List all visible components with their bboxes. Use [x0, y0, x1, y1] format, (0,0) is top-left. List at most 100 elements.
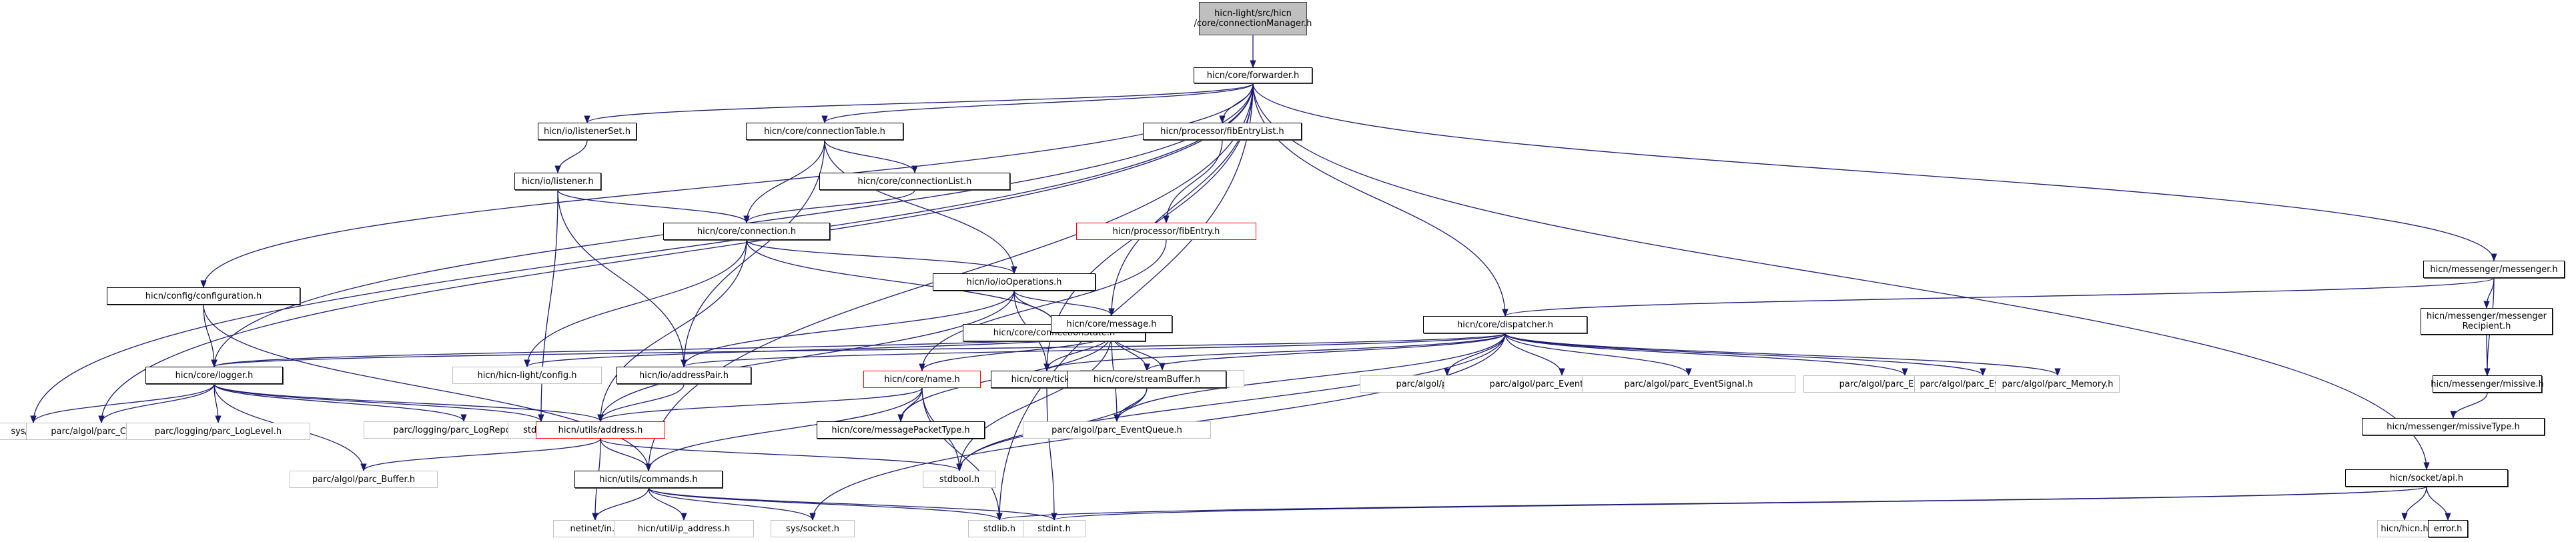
node-address[interactable]: hicn/utils/address.h	[536, 421, 665, 439]
node-dispatcher[interactable]: hicn/core/dispatcher.h	[1423, 316, 1587, 333]
edge-dispatcher-to-addressPair	[681, 333, 1506, 368]
edge-logger-to-parcLogReporter	[213, 383, 467, 423]
edge-dispatcher-to-stdbool	[956, 333, 1506, 472]
node-forwarder[interactable]: hicn/core/forwarder.h	[1194, 67, 1312, 83]
edge-forwarder-to-sysTime	[30, 83, 1254, 424]
edge-logger-to-sysTime	[30, 383, 215, 424]
node-parc-event-queue[interactable]: parc/algol/parc_EventQueue.h	[1023, 421, 1211, 439]
edge-dispatcher-to-parcEventTimer	[1505, 333, 1986, 377]
node-configuration[interactable]: hicn/config/configuration.h	[107, 287, 300, 305]
node-fib-entry-list[interactable]: hicn/processor/fibEntryList.h	[1143, 123, 1302, 140]
node-listener[interactable]: hicn/io/listener.h	[514, 173, 601, 190]
node-hicn-light-config[interactable]: hicn/hicn-light/config.h	[452, 367, 602, 384]
node-parc-log-level[interactable]: parc/logging/parc_LogLevel.h	[126, 423, 310, 440]
edge-connectionList-to-connection	[743, 189, 915, 224]
node-address-pair[interactable]: hicn/io/addressPair.h	[616, 367, 751, 384]
edge-address-to-commands	[600, 438, 652, 472]
edge-name-to-messagePacketType	[897, 387, 923, 423]
edge-ioOperations-to-address	[597, 290, 1015, 423]
node-messenger-recipient[interactable]: hicn/messenger/messenger Recipient.h	[2421, 308, 2553, 335]
edge-forwarder-to-message	[1108, 83, 1254, 317]
edge-connectionTable-to-ioOperations	[824, 139, 1017, 275]
edge-forwarder-to-stdlib	[996, 83, 1254, 521]
edge-forwarder-to-configuration	[200, 83, 1254, 289]
edge-logger-to-address	[213, 383, 604, 423]
edge-connection-to-ioOperations	[746, 239, 1017, 275]
node-root[interactable]: hicn-light/src/hicn /core/connectionMana…	[1194, 2, 1312, 35]
node-logger[interactable]: hicn/core/logger.h	[145, 367, 283, 384]
edge-configuration-to-logger	[203, 304, 218, 368]
edge-dispatcher-to-parcEventSocket	[1505, 333, 1908, 377]
edge-layer	[30, 35, 2497, 521]
edge-address-to-stdbool	[600, 438, 963, 472]
node-stdlib[interactable]: stdlib.h	[968, 520, 1031, 537]
edge-connectionTable-to-addressPair	[681, 139, 825, 368]
node-commands[interactable]: hicn/utils/commands.h	[574, 471, 723, 488]
edge-forwarder-to-messenger	[1252, 83, 2497, 262]
edge-missive-to-missiveType	[2450, 392, 2488, 419]
edge-dispatcher-to-parcEventQueue	[1114, 333, 1506, 423]
node-parc-event-signal[interactable]: parc/algol/parc_EventSignal.h	[1582, 375, 1795, 393]
node-fib-entry[interactable]: hicn/processor/fibEntry.h	[1076, 223, 1256, 240]
node-sys-socket[interactable]: sys/socket.h	[771, 520, 855, 537]
edge-dispatcher-to-parcEventSignal	[1505, 333, 1692, 377]
edge-name-to-stdlib	[921, 387, 1003, 521]
edge-address-to-parcBuffer	[360, 438, 601, 472]
node-message[interactable]: hicn/core/message.h	[1051, 315, 1172, 333]
edge-connectionTable-to-connection	[743, 139, 825, 224]
edge-logger-to-parcClock	[98, 383, 215, 424]
node-connection[interactable]: hicn/core/connection.h	[663, 223, 830, 240]
edge-socketApi-to-stdint	[1051, 486, 2427, 521]
edge-forwarder-to-socketApi	[1252, 83, 2430, 471]
edge-dispatcher-to-ticks	[1043, 333, 1506, 372]
edge-connectionTable-to-connectionList	[824, 139, 918, 174]
node-io-operations[interactable]: hicn/io/ioOperations.h	[933, 273, 1096, 291]
node-stdbool[interactable]: stdbool.h	[923, 471, 996, 488]
edge-forwarder-to-connectionTable	[821, 83, 1254, 124]
edge-listener-to-addressPair	[557, 189, 687, 368]
node-messenger[interactable]: hicn/messenger/messenger.h	[2423, 261, 2565, 278]
edge-logger-to-stdarg	[213, 383, 544, 423]
node-socket-api[interactable]: hicn/socket/api.h	[2345, 469, 2508, 487]
node-parc-buffer[interactable]: parc/algol/parc_Buffer.h	[290, 471, 438, 488]
edge-connection-to-hicnLightConfig	[524, 239, 747, 368]
edge-messenger-to-dispatcher	[1502, 277, 2495, 317]
edge-message-to-stdbool	[956, 332, 1112, 472]
node-connection-list[interactable]: hicn/core/connectionList.h	[819, 173, 1010, 190]
node-missive[interactable]: hicn/messenger/missive.h	[2431, 375, 2544, 393]
edge-commands-to-ipAddress	[648, 487, 687, 521]
edge-dispatcher-to-parcMemory	[1505, 333, 2061, 377]
edge-ioOperations-to-addressPair	[681, 290, 1015, 368]
edge-dispatcher-to-streamBuffer	[1144, 333, 1506, 372]
node-error-h[interactable]: error.h	[2428, 520, 2468, 537]
edge-name-to-commands	[645, 387, 923, 472]
edge-connection-to-address	[597, 239, 747, 423]
node-listener-set[interactable]: hicn/io/listenerSet.h	[538, 123, 636, 140]
edge-dispatcher-to-logger	[211, 333, 1506, 368]
edge-ioOperations-to-message	[1013, 290, 1115, 317]
edge-dispatcher-to-parcEvent	[1444, 333, 1506, 377]
edge-forwarder-to-dispatcher	[1252, 83, 1509, 317]
edge-listener-to-connection	[557, 189, 750, 224]
node-name[interactable]: hicn/core/name.h	[863, 371, 981, 388]
node-parc-memory[interactable]: parc/algol/parc_Memory.h	[1996, 375, 2120, 393]
edge-commands-to-sysSocket	[648, 487, 816, 521]
node-stream-buffer[interactable]: hicn/core/streamBuffer.h	[1067, 371, 1226, 388]
node-ip-address[interactable]: hicn/util/ip_address.h	[614, 520, 754, 537]
edge-forwarder-to-parcClock	[98, 83, 1254, 424]
edge-fibEntryList-to-fibEntry	[1163, 139, 1223, 224]
node-stdint[interactable]: stdint.h	[1023, 520, 1086, 537]
edge-fibEntry-to-name	[919, 239, 1167, 372]
edge-addressPair-to-address	[597, 383, 685, 423]
edge-listener-to-stdarg	[538, 189, 558, 423]
edge-commands-to-netinetIn	[592, 487, 649, 521]
edge-forwarder-to-listenerSet	[584, 83, 1254, 124]
node-connection-table[interactable]: hicn/core/connectionTable.h	[746, 123, 903, 140]
edge-configuration-to-commands	[203, 304, 652, 472]
edge-socketApi-to-hicnH	[2401, 486, 2427, 521]
node-missive-type[interactable]: hicn/messenger/missiveType.h	[2362, 418, 2545, 435]
node-hicn-h[interactable]: hicn/hicn.h	[2377, 520, 2432, 537]
edge-socketApi-to-errorH	[2426, 486, 2451, 521]
node-message-packet-type[interactable]: hicn/core/messagePacketType.h	[817, 421, 985, 439]
edge-ticks-to-stdint	[1046, 387, 1057, 521]
